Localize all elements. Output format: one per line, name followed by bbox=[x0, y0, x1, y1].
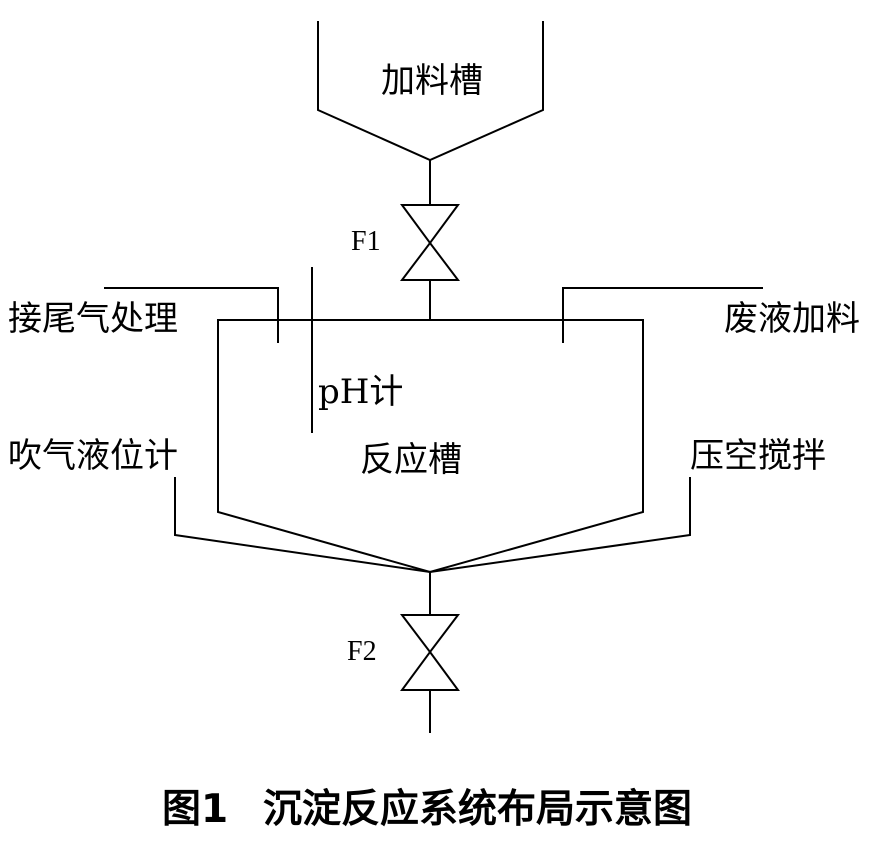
air-stirring-pipe bbox=[428, 477, 691, 574]
waste-liquid-feed-label: 废液加料 bbox=[724, 299, 860, 339]
level-gauge-label: 吹气液位计 bbox=[8, 436, 178, 476]
valve-f1 bbox=[399, 204, 461, 281]
valve-f2-label: F2 bbox=[347, 636, 377, 667]
reactor-tank-outline bbox=[217, 319, 644, 574]
waste-liquid-feed-pipe bbox=[562, 287, 763, 343]
valve-f1-upper-triangle bbox=[400, 204, 460, 245]
valve-f2 bbox=[399, 614, 461, 691]
exhaust-gas-label: 接尾气处理 bbox=[8, 299, 178, 339]
figure-number: 图1 bbox=[162, 787, 228, 832]
figure-caption: 沉淀反应系统布局示意图 bbox=[263, 787, 692, 832]
valve-f1-label: F1 bbox=[351, 226, 381, 257]
valve-f2-lower-triangle bbox=[400, 650, 460, 691]
exhaust-gas-pipe bbox=[104, 287, 279, 343]
air-stirring-label: 压空搅拌 bbox=[690, 436, 826, 476]
level-gauge-pipe bbox=[174, 477, 432, 574]
reactor-tank-label: 反应槽 bbox=[360, 440, 462, 480]
valve-f1-lower-triangle bbox=[399, 241, 461, 281]
feed-hopper-label: 加料槽 bbox=[381, 61, 483, 101]
valve-f2-upper-triangle bbox=[399, 614, 461, 654]
ph-meter-label: pH计 bbox=[318, 372, 403, 412]
